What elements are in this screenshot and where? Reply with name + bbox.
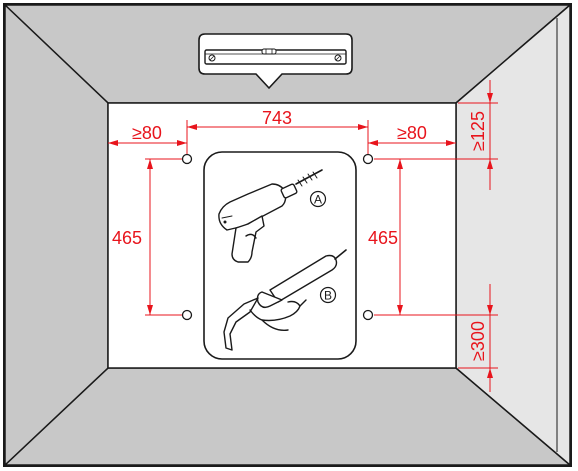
- sealant-gun-marker: B: [324, 289, 332, 303]
- dimension-arrows: [108, 93, 493, 378]
- dimension-right-clearance: ≥80: [397, 123, 427, 143]
- spirit-level-icon: [198, 33, 353, 90]
- dimension-bottom-clearance: ≥300: [468, 321, 488, 361]
- sealant-marker-circle: [319, 286, 337, 304]
- drill-icon: [218, 169, 323, 263]
- mounting-hole-top-left: [181, 153, 193, 165]
- caulking-gun-icon: [223, 249, 347, 351]
- dimension-465-left: 465: [112, 228, 142, 248]
- dimension-left-clearance: ≥80: [132, 123, 162, 143]
- dimension-lines: [108, 80, 498, 392]
- drill-marker: A: [314, 193, 322, 207]
- dimension-465-right: 465: [368, 228, 398, 248]
- mounting-hole-bottom-left: [181, 309, 193, 321]
- mounting-hole-bottom-right: [362, 309, 374, 321]
- dimension-top-clearance: ≥125: [468, 111, 488, 151]
- mounting-holes: [181, 153, 374, 321]
- dimension-743: 743: [262, 108, 292, 128]
- mounting-hole-top-right: [362, 153, 374, 165]
- drill-marker-circle: [309, 190, 327, 208]
